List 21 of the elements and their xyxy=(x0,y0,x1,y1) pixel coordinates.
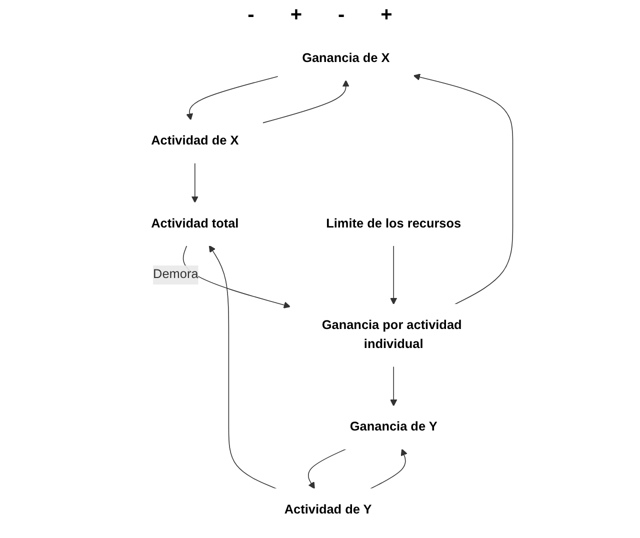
arrow xyxy=(390,366,398,406)
node-text: Actividad de X xyxy=(151,134,239,148)
node-text: Limite de los recursos xyxy=(326,216,462,230)
loop-polarity-sign: - xyxy=(337,4,346,27)
arrow xyxy=(262,80,350,124)
loop-polarity-sign: + xyxy=(289,4,303,27)
node-text: Ganancia por actividad individual xyxy=(322,318,462,352)
arrow xyxy=(191,162,198,203)
arrow xyxy=(413,74,514,305)
node-text: Actividad total xyxy=(151,216,239,230)
node-text: Ganancia de X xyxy=(302,52,390,66)
loop-polarity-sign: - xyxy=(246,4,256,27)
arrow xyxy=(186,76,279,120)
arrow xyxy=(208,245,277,490)
arrow xyxy=(308,448,347,490)
loop-polarity-sign: + xyxy=(380,4,394,27)
edge-label: Demora xyxy=(153,268,198,282)
arrow xyxy=(390,245,398,305)
arrow xyxy=(370,448,408,490)
node-text: Ganancia de Y xyxy=(350,420,438,434)
node-text: Actividad de Y xyxy=(284,503,372,517)
